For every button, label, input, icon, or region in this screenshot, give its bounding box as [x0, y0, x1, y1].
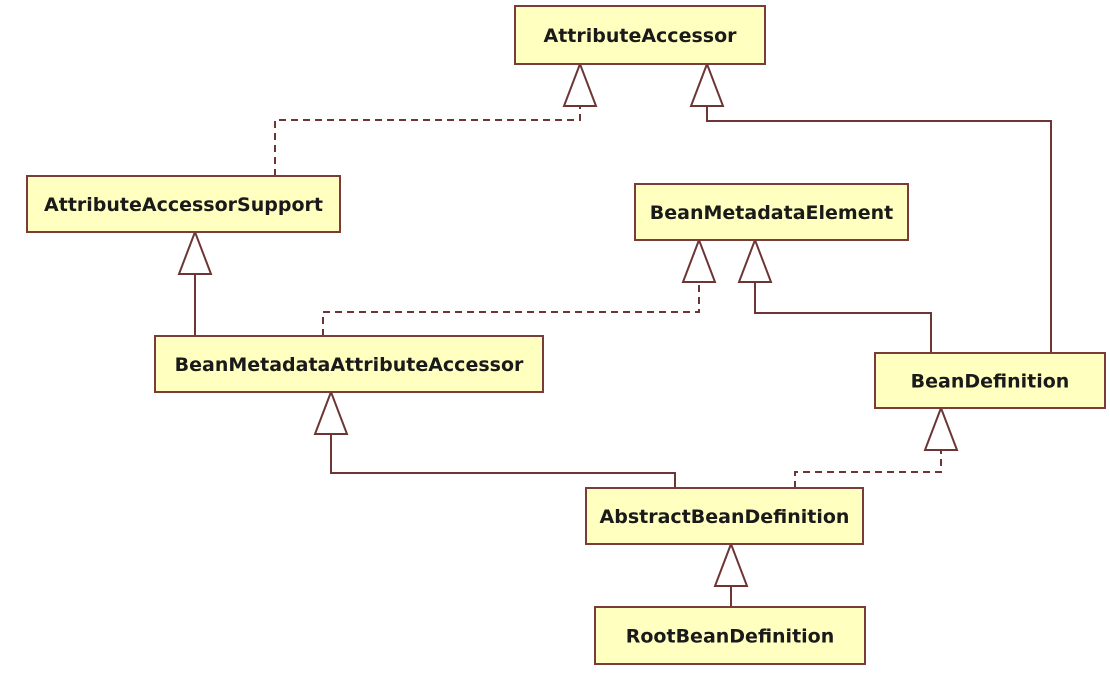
- edge-bean-definition-extends-attribute-accessor-line: [706, 106, 1052, 353]
- class-bean-metadata-element[interactable]: BeanMetadataElement: [634, 183, 909, 241]
- hollow-triangle-arrowhead-icon: [562, 61, 598, 107]
- class-attribute-accessor-support[interactable]: AttributeAccessorSupport: [26, 175, 341, 233]
- class-root-bean-definition[interactable]: RootBeanDefinition: [594, 606, 866, 665]
- hollow-triangle-arrowhead-icon: [737, 237, 773, 283]
- class-name: BeanMetadataElement: [650, 202, 893, 224]
- edge-abstract-bean-definition-extends-accessor-line: [330, 434, 676, 488]
- class-name: BeanMetadataAttributeAccessor: [175, 354, 524, 376]
- edge-abstract-bean-definition-realizes-bean-definition-line: [794, 450, 942, 488]
- edge-attribute-accessor-support-realizes-attribute-accessor-line: [274, 106, 581, 176]
- class-abstract-bean-definition[interactable]: AbstractBeanDefinition: [585, 487, 864, 545]
- hollow-triangle-arrowhead-icon: [713, 541, 749, 587]
- class-name: AbstractBeanDefinition: [600, 506, 850, 528]
- hollow-triangle-arrowhead-icon: [923, 405, 959, 451]
- class-name: AttributeAccessor: [543, 25, 737, 47]
- class-name: BeanDefinition: [911, 371, 1070, 393]
- relations-layer: [177, 61, 1052, 607]
- edge-bean-metadata-attribute-accessor-realizes-element-line: [322, 282, 700, 336]
- class-name: RootBeanDefinition: [626, 626, 835, 648]
- class-attribute-accessor[interactable]: AttributeAccessor: [514, 5, 766, 65]
- edge-bean-definition-extends-bean-metadata-element-line: [754, 282, 932, 353]
- hollow-triangle-arrowhead-icon: [313, 389, 349, 435]
- hollow-triangle-arrowhead-icon: [689, 61, 725, 107]
- hollow-triangle-arrowhead-icon: [177, 229, 213, 275]
- class-bean-definition[interactable]: BeanDefinition: [874, 352, 1106, 409]
- class-name: AttributeAccessorSupport: [44, 194, 323, 216]
- hollow-triangle-arrowhead-icon: [681, 237, 717, 283]
- classes-layer: AttributeAccessor AttributeAccessorSuppo…: [26, 5, 1106, 665]
- class-bean-metadata-attribute-accessor[interactable]: BeanMetadataAttributeAccessor: [154, 335, 544, 393]
